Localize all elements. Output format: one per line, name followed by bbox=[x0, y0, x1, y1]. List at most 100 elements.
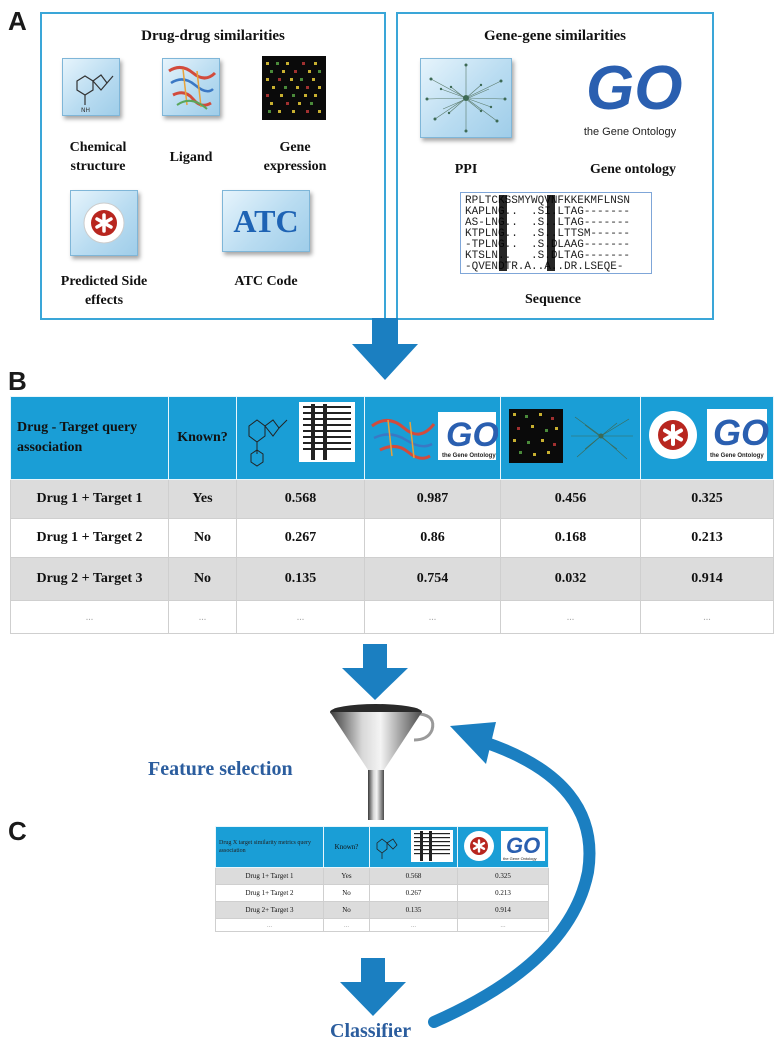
small-header-feature-2: GO the Gene Ontology bbox=[457, 826, 549, 868]
row-3-value-4: 0.914 bbox=[640, 557, 774, 601]
ellipsis-cell: ... bbox=[364, 600, 501, 634]
ellipsis-cell: ... bbox=[500, 600, 641, 634]
small-row-3-value-1: 0.135 bbox=[369, 901, 458, 919]
small-header-feature-1 bbox=[369, 826, 458, 868]
panel-label-a: A bbox=[8, 6, 27, 36]
small-table-header-row: Drug X target similarity metrics query a… bbox=[215, 826, 549, 868]
row-1-value-4: 0.325 bbox=[640, 479, 774, 519]
table-row: Drug 1 + Target 2 No 0.267 0.86 0.168 0.… bbox=[10, 518, 774, 558]
side-effects-go-mini-icon: GO the Gene Ontology bbox=[464, 831, 545, 861]
row-1-value-3: 0.456 bbox=[500, 479, 641, 519]
small-ellipsis-cell: ... bbox=[215, 918, 324, 932]
table-header-row: Drug - Target query association Known? bbox=[10, 396, 774, 480]
table-row: Drug 1 + Target 1 Yes 0.568 0.987 0.456 … bbox=[10, 479, 774, 519]
small-table-row-ellipsis: ... ... ... ... bbox=[215, 918, 549, 932]
ellipsis-cell: ... bbox=[640, 600, 774, 634]
go-mini-subtitle-3: the Gene Ontology bbox=[503, 856, 537, 861]
go-mini-text-3: GO bbox=[506, 833, 540, 858]
small-ellipsis-cell: ... bbox=[457, 918, 549, 932]
chemical-sequence-feature-icon bbox=[248, 401, 355, 467]
side-effects-label: Predicted Side effects bbox=[60, 274, 148, 308]
small-table-row: Drug 2+ Target 3 No 0.135 0.914 bbox=[215, 901, 549, 919]
small-row-1-value-1: 0.568 bbox=[369, 867, 458, 885]
row-1-query: Drug 1 + Target 1 bbox=[10, 479, 169, 519]
header-known-text: Known? bbox=[177, 430, 228, 445]
header-known: Known? bbox=[168, 396, 237, 480]
row-3-known: No bbox=[168, 557, 237, 601]
row-1-known: Yes bbox=[168, 479, 237, 519]
row-2-value-4: 0.213 bbox=[640, 518, 774, 558]
feature-selection-label: Feature selection bbox=[148, 758, 293, 780]
header-query: Drug - Target query association bbox=[10, 396, 169, 480]
sequence-line-2: KAPLNG.. .SI.LTAG------- bbox=[465, 206, 631, 218]
go-mini-text: GO bbox=[446, 416, 498, 454]
table-row: Drug 2 + Target 3 No 0.135 0.754 0.032 0… bbox=[10, 557, 774, 601]
gene-ontology-label: Gene ontology bbox=[590, 162, 676, 177]
chemical-structure-label: Chemical structure bbox=[69, 140, 127, 174]
gene-similarities-box: Gene-gene similarities PPI GO the Ge bbox=[396, 12, 714, 320]
small-ellipsis-cell: ... bbox=[369, 918, 458, 932]
small-row-2-value-1: 0.267 bbox=[369, 884, 458, 902]
atc-code-label: ATC Code bbox=[234, 274, 298, 289]
go-mini-subtitle-2: the Gene Ontology bbox=[710, 453, 764, 459]
ppi-network-icon bbox=[420, 58, 512, 138]
go-logo-subtitle: the Gene Ontology bbox=[583, 126, 677, 138]
header-feature-1 bbox=[236, 396, 365, 480]
gene-box-title: Gene-gene similarities bbox=[483, 28, 627, 44]
go-mini-text-2: GO bbox=[713, 412, 769, 453]
chemical-sequence-mini-icon bbox=[376, 830, 453, 862]
small-ellipsis-cell: ... bbox=[323, 918, 370, 932]
sequence-line-4: KTPLNG.. .S..LTTSM------ bbox=[465, 228, 631, 240]
ligand-label: Ligand bbox=[169, 150, 213, 165]
alignment-highlight-column-1 bbox=[499, 195, 507, 271]
side-effects-icon bbox=[70, 190, 138, 256]
down-arrow-2 bbox=[342, 644, 408, 700]
funnel-icon bbox=[330, 704, 435, 820]
small-header-known: Known? bbox=[323, 826, 370, 868]
header-feature-3 bbox=[500, 396, 641, 480]
row-3-value-1: 0.135 bbox=[236, 557, 365, 601]
ellipsis-cell: ... bbox=[10, 600, 169, 634]
small-row-1-query: Drug 1+ Target 1 bbox=[215, 867, 324, 885]
row-3-query: Drug 2 + Target 3 bbox=[10, 557, 169, 601]
ligand-go-feature-icon: GO the Gene Ontology bbox=[370, 411, 498, 460]
small-row-3-known: No bbox=[323, 901, 370, 919]
sequence-line-3: AS-LNG.. .S..LTAG------- bbox=[465, 217, 631, 229]
feedback-arrow bbox=[428, 722, 596, 1028]
ellipsis-cell: ... bbox=[236, 600, 365, 634]
small-row-1-known: Yes bbox=[323, 867, 370, 885]
row-1-value-2: 0.987 bbox=[364, 479, 501, 519]
ppi-label: PPI bbox=[454, 162, 478, 177]
small-row-3-value-2: 0.914 bbox=[457, 901, 549, 919]
gene-expression-icon bbox=[262, 56, 326, 120]
sequence-label: Sequence bbox=[525, 292, 581, 307]
gene-ontology-logo: GO the Gene Ontology bbox=[568, 54, 692, 142]
selected-feature-table: Drug X target similarity metrics query a… bbox=[215, 826, 549, 932]
drug-box-title: Drug-drug similarities bbox=[141, 28, 285, 44]
header-query-text: Drug - Target query association bbox=[17, 420, 138, 455]
row-2-value-1: 0.267 bbox=[236, 518, 365, 558]
sequence-line-5: -TPLNG.. .S.DLAAG------- bbox=[465, 239, 631, 251]
side-effects-go-feature-icon: GO the Gene Ontology bbox=[649, 408, 769, 461]
small-row-2-value-2: 0.213 bbox=[457, 884, 549, 902]
row-3-value-2: 0.754 bbox=[364, 557, 501, 601]
table-row-ellipsis: ... ... ... ... ... ... bbox=[10, 600, 774, 634]
row-2-query: Drug 1 + Target 2 bbox=[10, 518, 169, 558]
sequence-alignment: RPLTCKSSMYWQVNFKKEKMFLNSN KAPLNG.. .SI.L… bbox=[460, 192, 652, 274]
small-row-2-known: No bbox=[323, 884, 370, 902]
row-2-value-2: 0.86 bbox=[364, 518, 501, 558]
panel-label-c: C bbox=[8, 816, 27, 846]
ligand-icon bbox=[162, 58, 220, 116]
row-3-value-3: 0.032 bbox=[500, 557, 641, 601]
go-logo-text: GO bbox=[586, 54, 683, 123]
classifier-label: Classifier bbox=[330, 1020, 412, 1042]
row-1-value-1: 0.568 bbox=[236, 479, 365, 519]
expression-ppi-feature-icon bbox=[508, 408, 633, 463]
chemical-structure-icon: NH bbox=[62, 58, 120, 116]
sequence-line-7: -QVENDTR.A..A..DR.LSEQE- bbox=[465, 261, 624, 273]
small-header-query: Drug X target similarity metrics query a… bbox=[215, 826, 324, 868]
small-table-row: Drug 1+ Target 1 Yes 0.568 0.325 bbox=[215, 867, 549, 885]
panel-label-b: B bbox=[8, 366, 27, 396]
down-arrow-3 bbox=[340, 958, 406, 1016]
small-row-3-query: Drug 2+ Target 3 bbox=[215, 901, 324, 919]
